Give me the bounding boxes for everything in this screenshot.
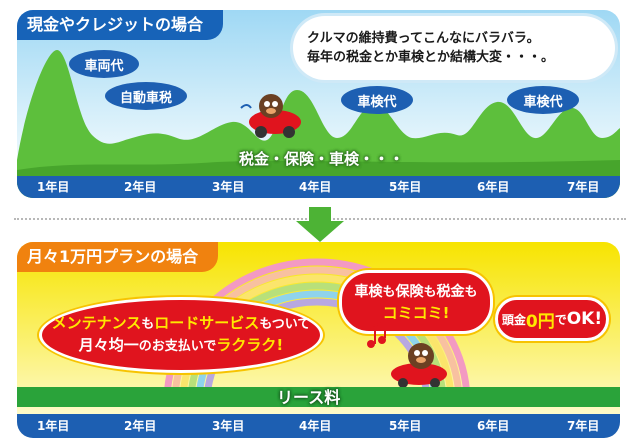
de-particle: で [554,312,567,327]
tax-insurance-label: 税金・保険・車検・・・ [239,150,405,168]
speech-line-2: 毎年の税金とか車検とか結構大変・・・。 [307,50,555,65]
all-included-line-1: 車検も保険も税金も [354,282,477,303]
top-tick-year-3: 3年目 [212,180,245,194]
mo-particle-4: も [464,284,478,300]
top-tick-year-2: 2年目 [124,180,157,194]
bottom-tick-year-3: 3年目 [212,419,245,433]
lease-fee-label: リース料 [277,388,341,407]
monthly-uniform-word: 月々均一 [78,336,139,354]
top-tick-year-6: 6年目 [477,180,510,194]
komikomi-text: コミコミ! [382,303,450,322]
top-year-axis: 1年目 2年目 3年目 4年目 5年目 6年目 7年目 [17,176,620,198]
bottom-tick-year-2: 2年目 [124,419,157,433]
payment-text: のお支払いで [138,339,217,354]
music-note-icon [367,322,386,348]
road-service-word: ロードサービス [154,314,260,332]
maintenance-line-1: メンテナンスもロードサービスもついて [52,313,311,335]
hill-shape [17,50,620,198]
cash-panel-title: 現金やクレジットの場合 [17,10,224,40]
mole-driver-car-icon [391,343,447,388]
top-tick-year-5: 5年目 [389,180,422,194]
bottom-tick-year-6: 6年目 [477,419,510,433]
mole-driver-car-icon [240,94,301,138]
bottom-tick-year-4: 4年目 [299,419,332,433]
lease-fee-bar [17,387,620,407]
bubble-inspection-cost-1: 車検代 [341,86,413,114]
mo-particle-3: も [423,284,437,300]
bubble-inspection-cost-2: 車検代 [507,86,579,114]
maintenance-line-2: 月々均一のお支払いでラクラク! [79,335,283,357]
top-tick-year-1: 1年目 [37,180,70,194]
bottom-tick-year-5: 5年目 [389,419,422,433]
mo-particle-1: も [141,317,155,332]
ok-word: OK! [566,309,603,329]
top-tick-year-7: 7年目 [567,180,600,194]
all-included-oval: 車検も保険も税金も コミコミ! [339,270,493,334]
monthly-plan-title: 月々1万円プランの場合 [17,242,219,272]
bottom-tick-year-7: 7年目 [567,419,600,433]
mo-particle-2: も [382,284,396,300]
maintenance-oval: メンテナンスもロードサービスもついて 月々均一のお支払いでラクラク! [39,297,323,373]
maintenance-word: メンテナンス [51,314,142,332]
bubble-auto-tax: 自動車税 [105,82,187,110]
inspection-word: 車検 [354,283,383,300]
speech-bubble: クルマの維持費ってこんなにバラバラ。 毎年の税金とか車検とか結構大変・・・。 [293,16,615,80]
zero-yen-word: 0円 [525,311,555,332]
mo-tsuite-text: もついて [259,317,311,332]
tax-word: 税金 [436,283,465,300]
bottom-tick-year-1: 1年目 [37,419,70,433]
insurance-word: 保険 [395,283,424,300]
monthly-plan-panel: 月々1万円プランの場合 メンテナンスもロードサービスもついて 月々均一のお支払い… [17,242,620,438]
down-arrow-icon [296,207,344,242]
bubble-vehicle-cost: 車両代 [69,50,139,78]
rakuraku-word: ラクラク! [216,336,284,354]
cash-credit-panel: 現金やクレジットの場合 クルマの維持費ってこんなにバラバラ。 毎年の税金とか車検… [17,10,620,198]
down-payment-word: 頭金 [501,312,526,327]
bottom-year-axis: 1年目 2年目 3年目 4年目 5年目 6年目 7年目 [17,414,620,438]
top-tick-year-4: 4年目 [299,180,332,194]
speech-line-1: クルマの維持費ってこんなにバラバラ。 [307,31,540,46]
